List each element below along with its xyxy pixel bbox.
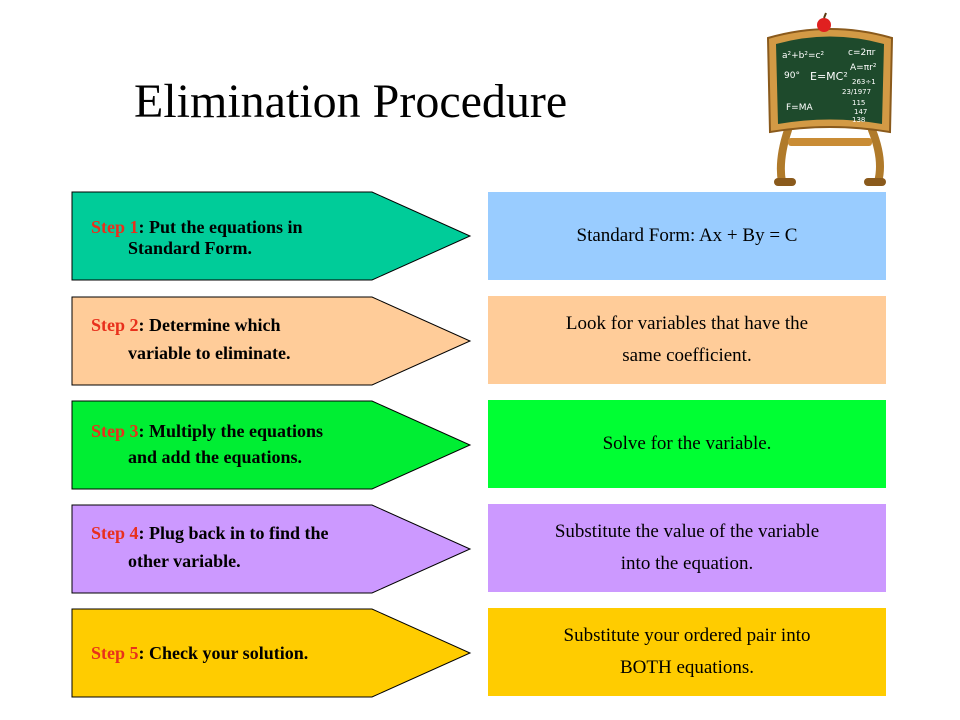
description-line: Look for variables that have the — [565, 313, 809, 334]
step-number: Step 5 — [91, 643, 139, 663]
step-instruction: : Put the equations in — [138, 217, 303, 237]
step-instruction-cont: other variable. — [128, 551, 241, 571]
formula-text: a²+b²=c² — [782, 51, 824, 61]
pentagon-arrow-shape — [71, 608, 472, 698]
step-instruction-cont: Standard Form. — [128, 238, 253, 258]
step-instruction: : Plug back in to find the — [138, 523, 329, 543]
description-line: Standard Form: Ax + By = C — [576, 225, 798, 246]
step-5-arrow: Step 5: Check your solution. — [71, 608, 472, 698]
step-instruction-cont: variable to eliminate. — [128, 343, 291, 363]
formula-text: 263÷1 — [852, 78, 876, 86]
step-number: Step 2 — [91, 315, 139, 335]
formula-text: 147 — [854, 108, 867, 116]
step-4-description: Substitute the value of the variable int… — [488, 504, 886, 592]
slide-title: Elimination Procedure — [134, 75, 568, 128]
pentagon-arrow-shape — [71, 504, 472, 594]
formula-text: 115 — [852, 99, 865, 107]
formula-text: A=πr² — [850, 63, 877, 73]
pentagon-arrow-shape — [71, 191, 472, 281]
step-3-description: Solve for the variable. — [488, 400, 886, 488]
description-line: Substitute your ordered pair into — [563, 625, 811, 646]
description-line: Solve for the variable. — [602, 433, 772, 454]
formula-text: c=2πr — [848, 48, 876, 58]
formula-text: E=MC² — [810, 70, 848, 83]
step-1-arrow: Step 1: Put the equations in Standard Fo… — [71, 191, 472, 281]
formula-text: 23/1977 — [842, 88, 871, 96]
formula-text: 90° — [784, 71, 800, 81]
formula-text: F=MA — [786, 103, 813, 113]
step-number: Step 3 — [91, 421, 139, 441]
step-number: Step 1 — [91, 217, 139, 237]
description-line: BOTH equations. — [619, 657, 755, 678]
step-3-arrow: Step 3: Multiply the equations and add t… — [71, 400, 472, 490]
step-instruction: : Multiply the equations — [138, 421, 324, 441]
pentagon-arrow-shape — [71, 296, 472, 386]
step-2-description: Look for variables that have the same co… — [488, 296, 886, 384]
formula-text: 138 — [852, 116, 865, 124]
step-instruction: : Determine which — [138, 315, 281, 335]
step-1-description: Standard Form: Ax + By = C — [488, 192, 886, 280]
chalkboard-icon: a²+b²=c² c=2πr A=πr² E=MC² 90° F=MA 263÷… — [766, 12, 894, 186]
step-number: Step 4 — [91, 523, 139, 543]
step-instruction-cont: and add the equations. — [128, 447, 303, 467]
step-4-arrow: Step 4: Plug back in to find the other v… — [71, 504, 472, 594]
step-instruction: : Check your solution. — [138, 643, 309, 663]
step-5-description: Substitute your ordered pair into BOTH e… — [488, 608, 886, 696]
description-line: Substitute the value of the variable — [554, 521, 820, 542]
pentagon-arrow-shape — [71, 400, 472, 490]
step-2-arrow: Step 2: Determine which variable to elim… — [71, 296, 472, 386]
description-line: same coefficient. — [622, 345, 752, 366]
description-line: into the equation. — [620, 553, 754, 574]
